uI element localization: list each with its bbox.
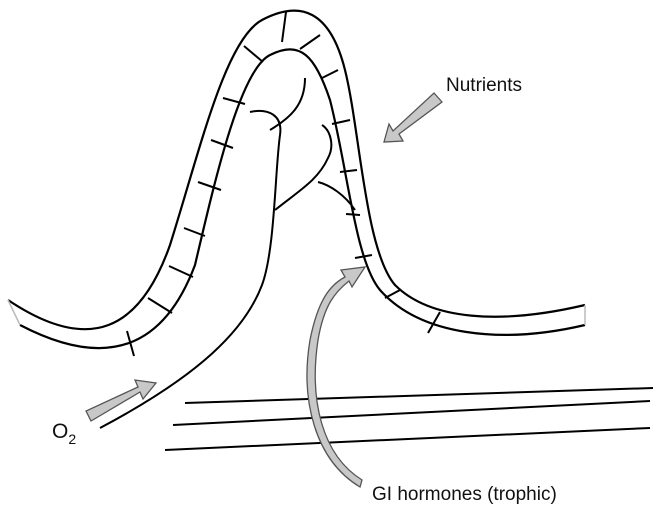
- capillary-branch: [275, 125, 331, 210]
- epithelium-outer-edge: [8, 11, 585, 330]
- oxygen-arrow-icon: [86, 380, 156, 421]
- oxygen-label: O2: [52, 420, 76, 447]
- capillary-right-vessel: [270, 78, 305, 130]
- cell-dividers: [127, 12, 440, 356]
- nutrients-arrow-icon: [384, 93, 442, 142]
- capillary-left-vessel: [100, 111, 280, 428]
- hormones-arrow-icon: [307, 267, 365, 487]
- hormones-label: GI hormones (trophic): [372, 484, 557, 505]
- oxygen-subscript: 2: [68, 431, 76, 447]
- submucosal-vessels: [165, 388, 653, 450]
- oxygen-symbol: O: [52, 420, 68, 443]
- nutrients-label: Nutrients: [446, 75, 522, 96]
